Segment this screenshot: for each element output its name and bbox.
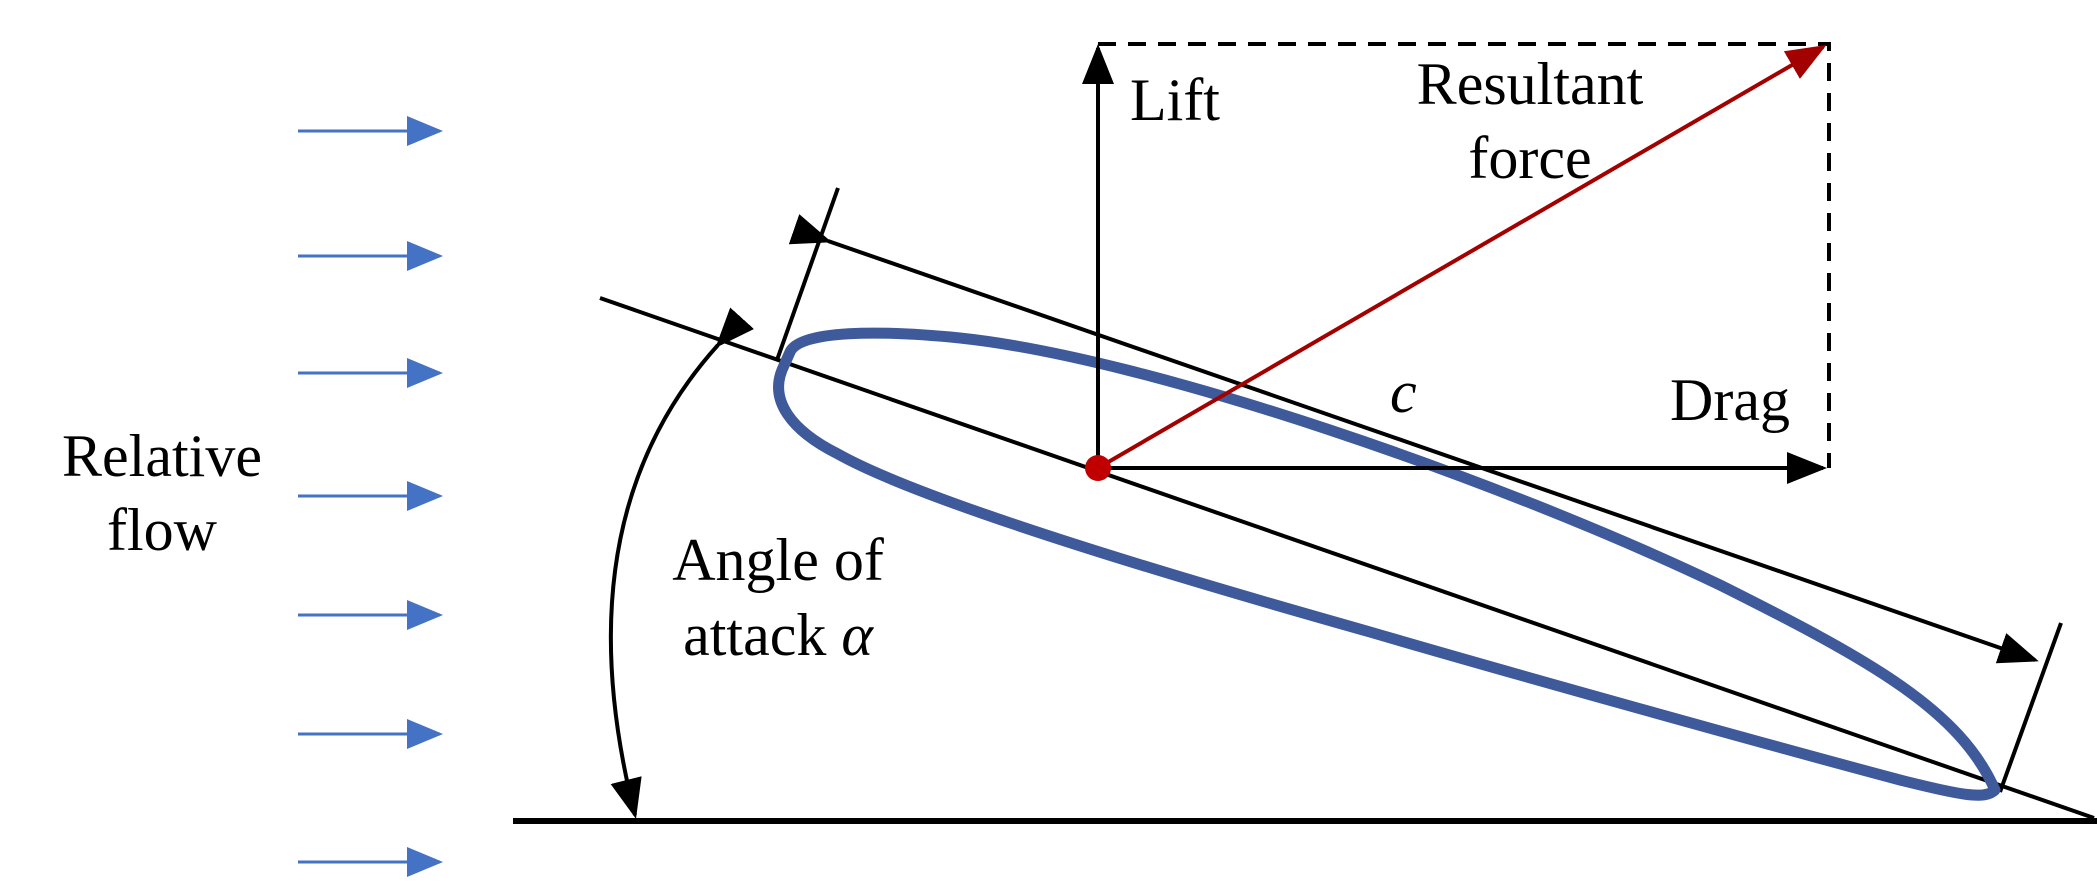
angle-of-attack-arc — [608, 307, 754, 819]
chord-length-arrow — [788, 214, 2039, 664]
relative-flow-label: Relative — [62, 423, 262, 489]
relative-flow-label-line2: flow — [107, 497, 218, 563]
alpha-symbol: α — [841, 602, 874, 668]
force-parallelogram-dashed — [1098, 42, 1831, 468]
angle-of-attack-label-line2: attack α — [683, 602, 874, 668]
chord-tick-trailing — [1998, 622, 2063, 793]
resultant-force-label-line2: force — [1468, 125, 1591, 191]
aerodynamic-center-point — [1085, 455, 1111, 481]
resultant-force-label: Resultant — [1417, 51, 1644, 117]
angle-of-attack-label: Angle of — [672, 527, 884, 593]
relative-flow-arrows — [298, 116, 443, 877]
airfoil-outline — [773, 327, 2001, 801]
chord-length-label: c — [1390, 359, 1417, 425]
angle-text: attack — [683, 602, 841, 668]
drag-label: Drag — [1670, 367, 1790, 433]
resultant-force-arrow — [1096, 44, 1827, 470]
lift-label: Lift — [1130, 67, 1220, 133]
